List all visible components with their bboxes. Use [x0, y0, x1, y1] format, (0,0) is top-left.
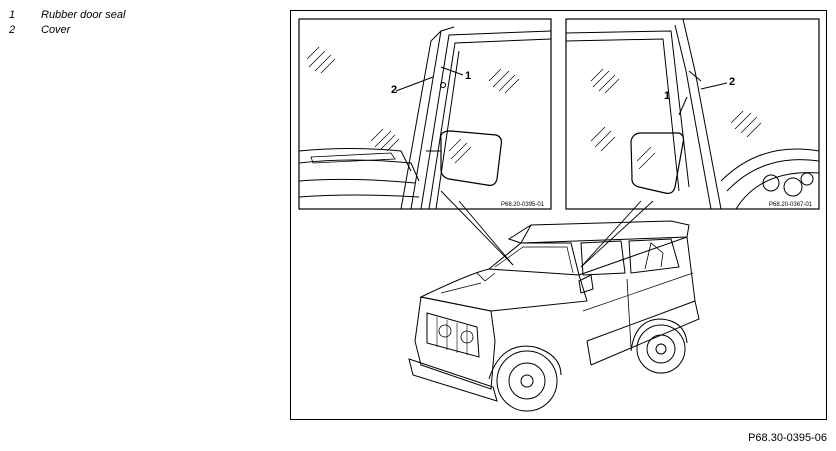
connector-line	[440, 190, 514, 266]
connector-line	[458, 200, 514, 266]
panel-code: P68.20-0367-01	[769, 202, 813, 208]
figure-frame: 2 1 1 2 P68.20-0395-01 P68.20-0367-01	[290, 10, 827, 420]
connector-line	[580, 200, 654, 268]
vehicle-illustration	[408, 220, 700, 412]
legend-label: Rubber door seal	[41, 9, 126, 21]
connector-line	[580, 200, 642, 268]
callout-number: 2	[729, 76, 735, 88]
panel-code: P68.20-0395-01	[501, 202, 545, 208]
legend-number: 2	[9, 24, 16, 36]
callout-number: 1	[664, 90, 670, 102]
legend: 1 Rubber door seal 2 Cover	[9, 8, 125, 38]
figure-reference: P68.30-0395-06	[748, 432, 827, 444]
callout-number: 1	[465, 70, 471, 82]
right-detail-panel	[565, 18, 820, 210]
legend-item: 1 Rubber door seal	[9, 8, 125, 23]
callout-number: 2	[391, 84, 397, 96]
legend-label: Cover	[41, 24, 71, 36]
legend-item: 2 Cover	[9, 23, 125, 38]
illustration: 2 1 1 2 P68.20-0395-01 P68.20-0367-01	[298, 18, 820, 412]
left-detail-panel	[298, 18, 552, 210]
legend-number: 1	[9, 9, 16, 21]
